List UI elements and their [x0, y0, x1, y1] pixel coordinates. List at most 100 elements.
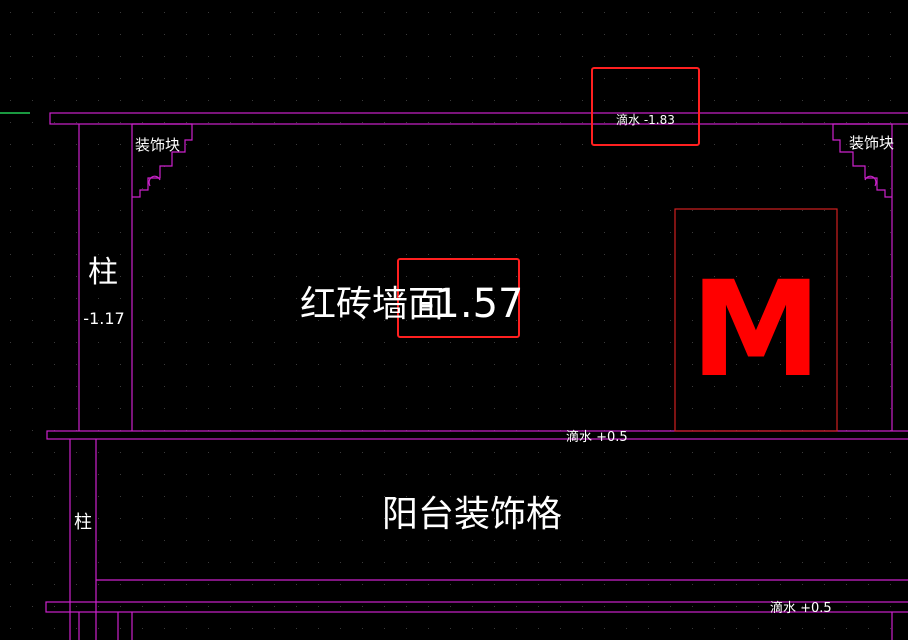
- grid-dot: [98, 276, 99, 277]
- grid-dot: [274, 254, 275, 255]
- grid-dot: [516, 584, 517, 585]
- grid-dot: [538, 320, 539, 321]
- grid-dot: [10, 276, 11, 277]
- grid-dot: [714, 496, 715, 497]
- grid-dot: [538, 518, 539, 519]
- grid-dot: [54, 386, 55, 387]
- grid-dot: [582, 122, 583, 123]
- grid-dot: [296, 474, 297, 475]
- highlight-box-eave[interactable]: [591, 67, 700, 146]
- grid-dot: [362, 628, 363, 629]
- grid-dot: [362, 496, 363, 497]
- grid-dot: [670, 320, 671, 321]
- grid-dot: [494, 584, 495, 585]
- grid-dot: [142, 122, 143, 123]
- grid-dot: [10, 518, 11, 519]
- grid-dot: [538, 408, 539, 409]
- top-eave-beam: [49, 112, 908, 125]
- grid-dot: [362, 518, 363, 519]
- grid-dot: [714, 408, 715, 409]
- grid-dot: [164, 188, 165, 189]
- grid-dot: [736, 232, 737, 233]
- grid-dot: [868, 276, 869, 277]
- grid-dot: [252, 474, 253, 475]
- grid-dot: [494, 34, 495, 35]
- grid-dot: [538, 364, 539, 365]
- grid-dot: [626, 628, 627, 629]
- grid-dot: [230, 562, 231, 563]
- grid-dot: [340, 628, 341, 629]
- grid-dot: [54, 540, 55, 541]
- grid-dot: [54, 342, 55, 343]
- grid-dot: [560, 562, 561, 563]
- grid-dot: [494, 496, 495, 497]
- grid-dot: [362, 276, 363, 277]
- grid-dot: [692, 364, 693, 365]
- grid-dot: [560, 12, 561, 13]
- grid-dot: [164, 562, 165, 563]
- grid-dot: [296, 496, 297, 497]
- grid-dot: [582, 496, 583, 497]
- grid-dot: [384, 276, 385, 277]
- grid-dot: [824, 320, 825, 321]
- grid-dot: [252, 496, 253, 497]
- grid-dot: [582, 188, 583, 189]
- grid-dot: [186, 364, 187, 365]
- grid-dot: [76, 342, 77, 343]
- grid-dot: [780, 144, 781, 145]
- grid-dot: [98, 342, 99, 343]
- grid-dot: [32, 276, 33, 277]
- marker-letter: M: [690, 253, 821, 407]
- grid-dot: [406, 166, 407, 167]
- grid-dot: [406, 408, 407, 409]
- grid-dot: [472, 166, 473, 167]
- grid-dot: [516, 518, 517, 519]
- grid-dot: [604, 188, 605, 189]
- grid-dot: [670, 342, 671, 343]
- grid-dot: [582, 254, 583, 255]
- wall-value-label[interactable]: -1.57: [420, 281, 524, 327]
- grid-dot: [670, 386, 671, 387]
- grid-dot: [340, 188, 341, 189]
- grid-dot: [164, 408, 165, 409]
- grid-dot: [890, 78, 891, 79]
- grid-dot: [450, 254, 451, 255]
- grid-dot: [714, 144, 715, 145]
- grid-dot: [142, 210, 143, 211]
- grid-dot: [890, 232, 891, 233]
- grid-dot: [648, 342, 649, 343]
- grid-dot: [120, 100, 121, 101]
- grid-dot: [538, 166, 539, 167]
- grid-dot: [318, 254, 319, 255]
- grid-dot: [32, 210, 33, 211]
- grid-dot: [648, 496, 649, 497]
- grid-dot: [802, 100, 803, 101]
- grid-dot: [736, 540, 737, 541]
- grid-dot: [428, 408, 429, 409]
- grid-dot: [318, 276, 319, 277]
- grid-dot: [340, 298, 341, 299]
- grid-dot: [274, 78, 275, 79]
- grid-dot: [780, 518, 781, 519]
- grid-dot: [472, 12, 473, 13]
- grid-dot: [208, 518, 209, 519]
- grid-dot: [120, 210, 121, 211]
- grid-dot: [648, 12, 649, 13]
- grid-dot: [32, 496, 33, 497]
- grid-dot: [868, 606, 869, 607]
- grid-dot: [208, 166, 209, 167]
- grid-dot: [868, 56, 869, 57]
- grid-dot: [296, 320, 297, 321]
- grid-dot: [472, 342, 473, 343]
- grid-dot: [76, 78, 77, 79]
- grid-dot: [54, 518, 55, 519]
- grid-dot: [648, 276, 649, 277]
- grid-dot: [494, 56, 495, 57]
- grid-dot: [868, 122, 869, 123]
- grid-dot: [120, 386, 121, 387]
- grid-dot: [32, 144, 33, 145]
- highlight-box-wall-value[interactable]: [397, 258, 520, 338]
- grid-dot: [780, 254, 781, 255]
- grid-dot: [560, 408, 561, 409]
- grid-dot: [846, 144, 847, 145]
